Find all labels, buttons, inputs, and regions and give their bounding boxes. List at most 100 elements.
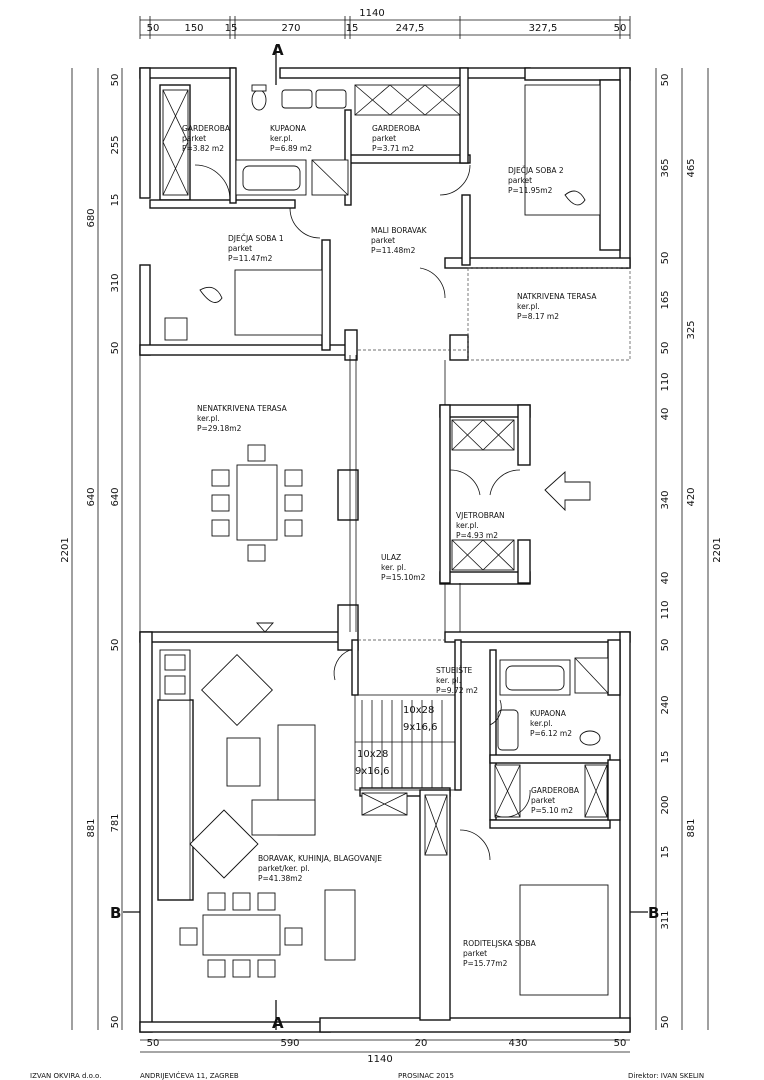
stairs: 10x28 9x16,6 10x28 9x16,6 — [354, 694, 456, 791]
right-inner-dim-16: 311 — [660, 910, 671, 929]
top-dim-7: 327,5 — [529, 23, 558, 34]
door-arrow-icon — [255, 622, 275, 633]
doors — [194, 164, 531, 861]
svg-text:parket: parket — [228, 244, 252, 253]
door-swing-icon — [194, 164, 231, 201]
svg-text:P=29.18m2: P=29.18m2 — [197, 424, 242, 433]
room-mali-boravak: MALI BORAVAK parket P=11.48m2 — [371, 226, 428, 255]
stairs-lower-label: 10x28 — [357, 749, 388, 760]
right-total-dim: 2201 — [712, 537, 723, 562]
svg-text:GARDEROBA: GARDEROBA — [182, 124, 231, 133]
entrance-arrow-icon — [544, 470, 591, 512]
wardrobe-cross — [389, 84, 426, 116]
room-garderoba-1: GARDEROBA parket P=3.82 m2 — [182, 124, 231, 153]
svg-text:MALI BORAVAK: MALI BORAVAK — [371, 226, 428, 235]
chair — [247, 444, 266, 462]
left-inner-dim-5: 50 — [110, 342, 121, 355]
svg-text:parket: parket — [463, 949, 487, 958]
right-mid-dim-2: 325 — [686, 320, 697, 339]
svg-text:P=41.38m2: P=41.38m2 — [258, 874, 303, 883]
left-inner-dim-9: 50 — [110, 1016, 121, 1029]
svg-text:DJEČJA SOBA 1: DJEČJA SOBA 1 — [228, 234, 284, 243]
right-inner-dim-8: 340 — [660, 490, 671, 509]
svg-text:ker.pl.: ker.pl. — [530, 719, 553, 728]
top-total-dim: 1140 — [359, 8, 384, 19]
right-inner-dim-14: 200 — [660, 795, 671, 814]
svg-text:P=11.95m2: P=11.95m2 — [508, 186, 553, 195]
stairs-upper-label: 10x28 — [403, 705, 434, 716]
svg-text:P=15.10m2: P=15.10m2 — [381, 573, 426, 582]
right-inner-dim-10: 110 — [660, 600, 671, 619]
svg-text:P=3.82 m2: P=3.82 m2 — [182, 144, 224, 153]
room-stubiste: STUBIŠTE ker. pl. P=9.72 m2 — [436, 666, 478, 695]
svg-text:P=9.72 m2: P=9.72 m2 — [436, 686, 478, 695]
svg-text:P=5.10 m2: P=5.10 m2 — [531, 806, 573, 815]
section-a-top: A — [272, 41, 284, 59]
chair — [284, 469, 303, 487]
right-inner-dim-15: 15 — [660, 846, 671, 859]
right-inner-dim-5: 50 — [660, 342, 671, 355]
svg-text:VJETROBRAN: VJETROBRAN — [456, 511, 505, 520]
svg-text:P=15.77m2: P=15.77m2 — [463, 959, 508, 968]
top-dim-4: 270 — [281, 23, 300, 34]
svg-text:P=6.12 m2: P=6.12 m2 — [530, 729, 572, 738]
right-inner-dim-9: 40 — [660, 572, 671, 585]
left-inner-dim-2: 255 — [110, 135, 121, 154]
svg-text:parket: parket — [182, 134, 206, 143]
room-kupaona-1: KUPAONA ker.pl. P=6.89 m2 — [270, 124, 312, 153]
svg-text:parket/ker. pl.: parket/ker. pl. — [258, 864, 310, 873]
svg-text:GARDEROBA: GARDEROBA — [372, 124, 421, 133]
right-mid-dim-1: 465 — [686, 158, 697, 177]
furniture — [179, 444, 356, 978]
chair — [179, 927, 198, 946]
wardrobe-cross — [354, 84, 391, 116]
bottom-dim-4: 430 — [508, 1038, 527, 1049]
left-inner-dim-6: 640 — [110, 487, 121, 506]
room-djecja-soba-1: DJEČJA SOBA 1 parket P=11.47m2 — [228, 234, 284, 263]
svg-text:ker.pl.: ker.pl. — [197, 414, 220, 423]
chair — [257, 892, 276, 911]
room-nenatkrivena-terasa: NENATKRIVENA TERASA ker.pl. P=29.18m2 — [197, 404, 288, 433]
right-inner-dim-12: 240 — [660, 695, 671, 714]
left-mid-dim-1: 680 — [86, 208, 97, 227]
svg-text:DJEČJA SOBA 2: DJEČJA SOBA 2 — [508, 166, 564, 175]
svg-text:parket: parket — [531, 796, 555, 805]
right-inner-dim-7: 40 — [660, 408, 671, 421]
svg-text:parket: parket — [508, 176, 532, 185]
bottom-dimension-chain: 50 590 20 430 50 1140 — [140, 1038, 630, 1065]
stairs-upper-sub-label: 9x16,6 — [403, 722, 438, 733]
wardrobe-cross — [424, 84, 461, 116]
svg-text:ker.pl.: ker.pl. — [270, 134, 293, 143]
section-a-bottom: A — [272, 1014, 284, 1032]
top-dim-8: 50 — [614, 23, 627, 34]
chair — [247, 544, 266, 562]
footer-company: IZVAN OKVIRA d.o.o. — [30, 1072, 101, 1080]
stairs-lower-sub-label: 9x16,6 — [355, 766, 390, 777]
svg-text:BORAVAK, KUHINJA, BLAGOVANJE: BORAVAK, KUHINJA, BLAGOVANJE — [258, 854, 382, 863]
footer-address: ANDRIJEVIĆEVA 11, ZAGREB — [140, 1071, 239, 1080]
left-mid-dim-2: 640 — [86, 487, 97, 506]
room-kupaona-2: KUPAONA ker.pl. P=6.12 m2 — [530, 709, 572, 738]
room-roditeljska-soba: RODITELJSKA SOBA parket P=15.77m2 — [463, 939, 537, 968]
left-dimension-chain: 2201 680 640 881 50 255 15 310 50 640 50… — [60, 68, 123, 1030]
room-boravak: BORAVAK, KUHINJA, BLAGOVANJE parket/ker.… — [258, 854, 382, 883]
right-inner-dim-4: 165 — [660, 290, 671, 309]
section-b-left: B — [110, 904, 121, 922]
svg-text:STUBIŠTE: STUBIŠTE — [436, 666, 473, 675]
room-natkrivena-terasa: NATKRIVENA TERASA ker.pl. P=8.17 m2 — [517, 292, 597, 321]
top-dim-1: 50 — [147, 23, 160, 34]
bottom-dim-1: 50 — [147, 1038, 160, 1049]
svg-text:RODITELJSKA SOBA: RODITELJSKA SOBA — [463, 939, 537, 948]
room-garderoba-3: GARDEROBA parket P=5.10 m2 — [531, 786, 580, 815]
svg-text:KUPAONA: KUPAONA — [270, 124, 307, 133]
bottom-dim-5: 50 — [614, 1038, 627, 1049]
left-inner-dim-7: 50 — [110, 639, 121, 652]
section-b-right: B — [648, 904, 659, 922]
bottom-total-dim: 1140 — [367, 1054, 392, 1065]
chair — [207, 892, 226, 911]
section-cut-icon: A A B B — [110, 41, 659, 1032]
footer-director: Direktor: IVAN SKELIN — [628, 1072, 704, 1080]
svg-text:P=8.17 m2: P=8.17 m2 — [517, 312, 559, 321]
svg-text:P=11.47m2: P=11.47m2 — [228, 254, 273, 263]
